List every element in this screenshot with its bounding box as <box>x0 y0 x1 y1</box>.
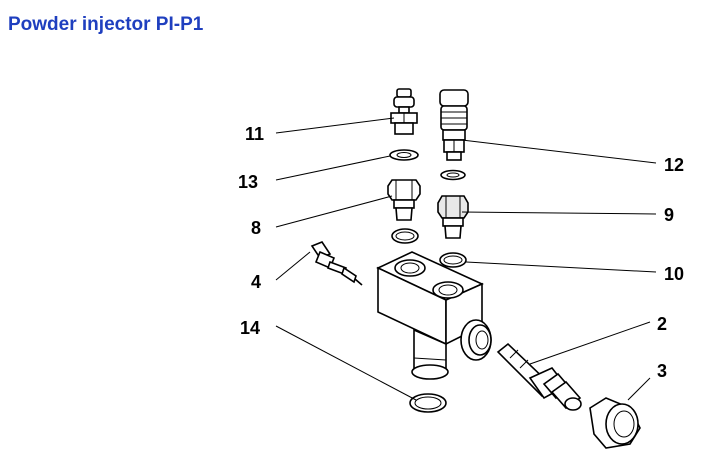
part-13-washer <box>389 149 419 161</box>
part-9-adapter <box>437 195 469 239</box>
callout-14: 14 <box>240 318 260 338</box>
leader-10 <box>465 261 657 273</box>
part-11-connector <box>390 88 418 135</box>
callout-11: 11 <box>245 124 264 144</box>
leader-11 <box>275 117 395 134</box>
leader-14 <box>275 325 417 401</box>
callout-9: 9 <box>664 205 674 225</box>
leader-13 <box>275 155 391 181</box>
part-14-o-ring <box>409 393 447 413</box>
callout-3: 3 <box>657 361 667 381</box>
callout-10: 10 <box>664 264 684 284</box>
leader-12 <box>461 139 657 164</box>
injector-body <box>376 251 492 380</box>
leader-8 <box>275 195 393 228</box>
leader-4 <box>275 251 311 281</box>
leader-9 <box>461 211 657 215</box>
callout-13: 13 <box>238 172 258 192</box>
callout-4: 4 <box>251 272 261 292</box>
page-title: Powder injector PI-P1 <box>8 14 204 35</box>
callout-8: 8 <box>251 218 261 238</box>
leader-3 <box>627 377 651 401</box>
part-12-coupling <box>439 89 469 161</box>
callout-12: 12 <box>664 155 684 175</box>
part-2-insert <box>496 342 582 411</box>
part-4-needle <box>310 241 363 286</box>
part-10-o-ring <box>439 252 467 268</box>
callout-2: 2 <box>657 314 667 334</box>
leader-2 <box>529 321 651 365</box>
part-8-adapter <box>387 179 421 221</box>
o-ring-below-8 <box>391 228 419 244</box>
washer-under-12 <box>440 169 466 181</box>
part-3-cap-nut <box>589 397 641 449</box>
